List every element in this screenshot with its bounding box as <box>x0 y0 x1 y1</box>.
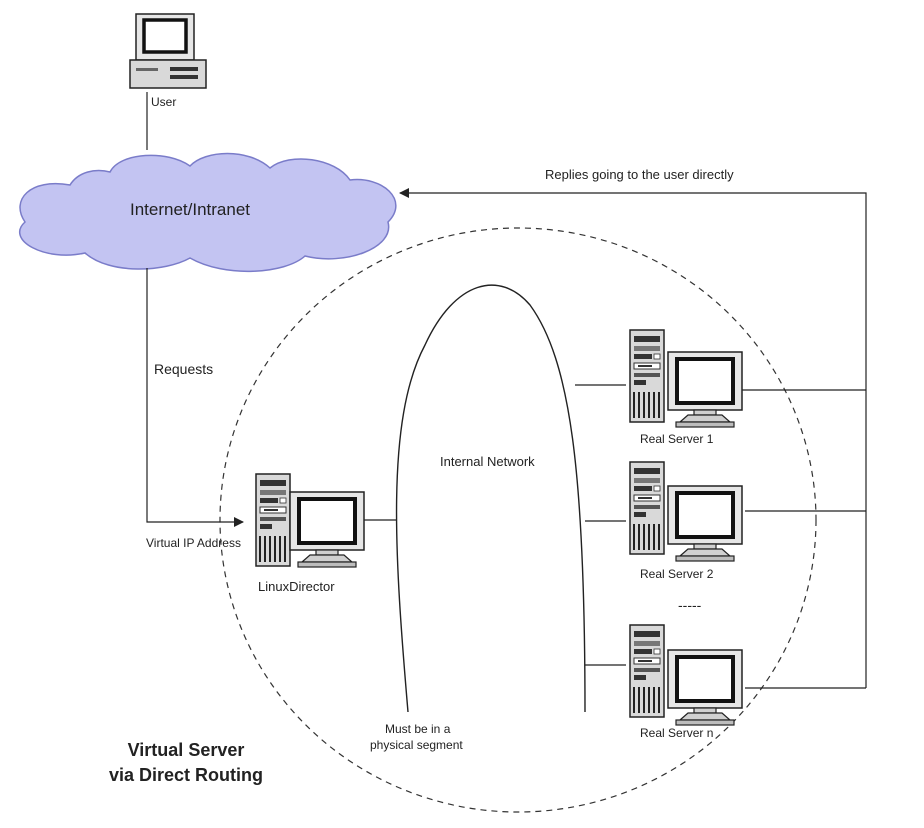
internal-network-segment <box>395 284 586 713</box>
server-tower-icon <box>629 329 665 423</box>
internet-cloud-icon <box>18 152 397 272</box>
more-servers-ellipsis: ----- <box>678 597 702 613</box>
director-label: LinuxDirector <box>258 579 335 594</box>
real-server-n <box>629 624 744 727</box>
crt-monitor-icon <box>666 648 744 727</box>
server1-label: Real Server 1 <box>640 432 714 446</box>
server-tower-icon <box>629 461 665 555</box>
replies-path <box>399 188 867 688</box>
crt-monitor-icon <box>666 484 744 563</box>
linux-director <box>255 473 366 569</box>
real-server-2 <box>629 461 744 563</box>
requests-path <box>146 268 244 527</box>
virtual-server-boundary <box>219 227 817 813</box>
crt-monitor-icon <box>288 490 366 569</box>
caption-line1: Virtual Server <box>128 740 245 760</box>
user-workstation-icon <box>129 13 207 89</box>
segment-note-line1: Must be in a <box>385 722 451 736</box>
servern-label: Real Server n <box>640 726 713 740</box>
vip-label: Virtual IP Address <box>146 536 241 550</box>
cloud-label: Internet/Intranet <box>130 200 250 219</box>
real-server-1 <box>629 329 744 429</box>
replies-label: Replies going to the user directly <box>545 167 734 182</box>
segment-note-line2: physical segment <box>370 738 463 752</box>
server-tower-icon <box>629 624 665 718</box>
server-tower-icon <box>255 473 291 567</box>
user-label: User <box>151 95 176 109</box>
caption-line2: via Direct Routing <box>109 765 263 785</box>
server2-label: Real Server 2 <box>640 567 714 581</box>
internal-network-label: Internal Network <box>440 454 535 469</box>
crt-monitor-icon <box>666 350 744 429</box>
requests-label: Requests <box>154 361 213 377</box>
